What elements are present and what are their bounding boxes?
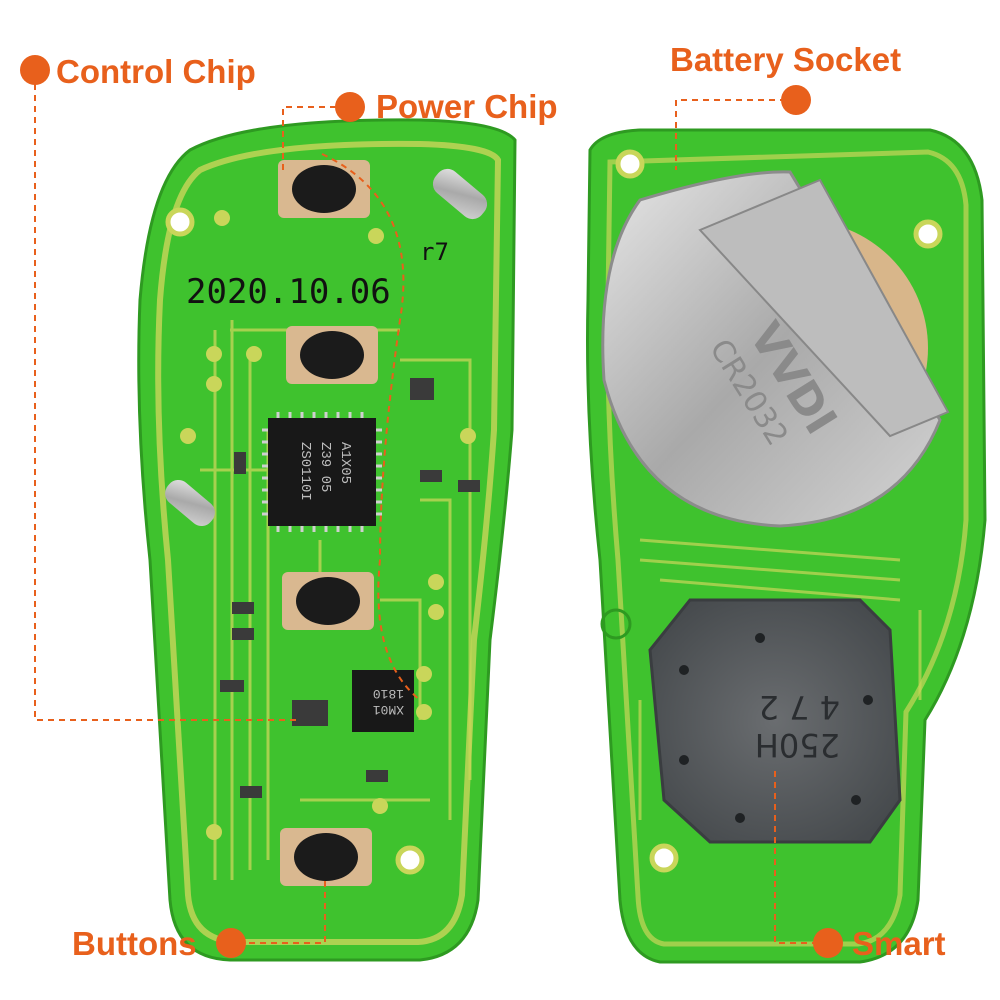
right-pcb: VVDI CR2032 250H 4 7 2 bbox=[586, 128, 987, 964]
power-chip-label: Power Chip bbox=[376, 88, 558, 125]
control-chip-marker bbox=[20, 55, 50, 85]
board-date-print: 2020.10.06 bbox=[186, 272, 391, 312]
control-chip-label: Control Chip bbox=[56, 53, 256, 90]
chip-marking: ZS0110I bbox=[297, 442, 313, 501]
power-chip: XM01 1810 bbox=[352, 670, 414, 732]
chip-marking: 4 7 2 bbox=[759, 688, 840, 726]
control-chip: A1X05 Z39 05 ZS0110I bbox=[262, 412, 382, 532]
power-chip-marker bbox=[335, 92, 365, 122]
button-switch bbox=[286, 326, 378, 384]
chip-marking: A1X05 bbox=[337, 442, 353, 484]
left-pcb: A1X05 Z39 05 ZS0110I XM01 1810 2020.10.0… bbox=[137, 118, 517, 962]
button-switch bbox=[282, 572, 374, 630]
chip-marking: XM01 bbox=[373, 702, 404, 717]
button-switch bbox=[280, 828, 372, 886]
buttons-marker bbox=[216, 928, 246, 958]
battery-socket-marker bbox=[781, 85, 811, 115]
buttons-label: Buttons bbox=[72, 925, 197, 962]
battery-socket: VVDI CR2032 bbox=[601, 170, 950, 528]
chip-marking: Z39 05 bbox=[317, 442, 333, 492]
annotation-leaders bbox=[34, 84, 818, 944]
smart-marker bbox=[813, 928, 843, 958]
smart-chip: 250H 4 7 2 bbox=[648, 598, 902, 844]
chip-marking: 1810 bbox=[373, 686, 404, 701]
button-switch bbox=[278, 160, 370, 218]
battery-socket-label: Battery Socket bbox=[670, 41, 902, 78]
board-mark: r7 bbox=[420, 238, 449, 266]
smart-label: Smart bbox=[852, 925, 946, 962]
chip-marking: 250H bbox=[755, 726, 840, 764]
